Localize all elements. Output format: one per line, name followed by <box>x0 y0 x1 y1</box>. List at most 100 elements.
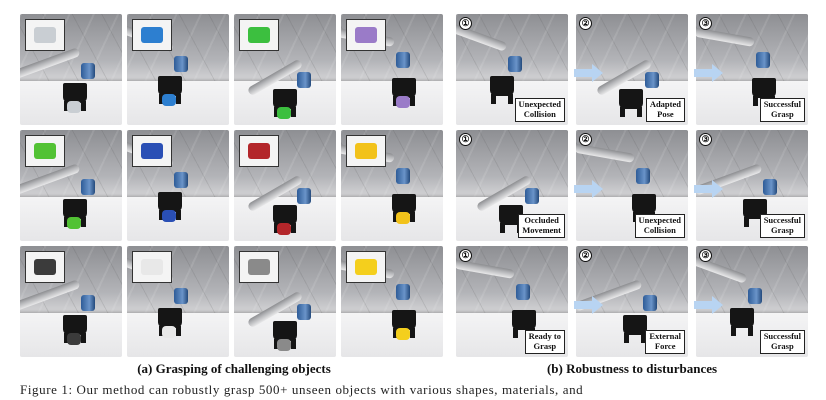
object-inset <box>346 19 386 51</box>
stage-label: Ready to Grasp <box>524 330 565 354</box>
disturbance-photo-r2-c1: ① Occluded Movement <box>456 130 568 241</box>
robot-joint <box>297 187 312 204</box>
flow-arrow-icon <box>574 296 603 314</box>
stage-label: Successful Grasp <box>759 330 805 354</box>
robot-joint <box>396 51 411 68</box>
background-wall <box>456 246 568 315</box>
step-number: ① <box>459 17 472 30</box>
object-inset <box>346 135 386 167</box>
step-number: ① <box>459 249 472 262</box>
object-inset <box>132 135 172 167</box>
background-wall <box>456 14 568 83</box>
gripper <box>157 308 182 337</box>
robot-joint <box>173 56 188 73</box>
panel-robustness: ① Unexpected Collision ② Adapted Pose ③ Succe… <box>456 14 808 357</box>
robot-joint <box>636 167 651 184</box>
blue-cup-object <box>161 93 176 106</box>
robot-joint <box>516 283 531 300</box>
stage-label: Adapted Pose <box>645 98 685 122</box>
gripper <box>157 76 182 105</box>
robot-joint <box>756 51 771 68</box>
flow-arrow-icon <box>694 296 723 314</box>
flow-arrow-icon <box>574 180 603 198</box>
gripper <box>752 78 776 107</box>
gripper <box>272 205 297 234</box>
step-number: ③ <box>699 249 712 262</box>
yellow-hardhat-object <box>396 212 411 225</box>
white-spool-thumbnail <box>141 259 163 275</box>
robot-joint <box>81 62 96 79</box>
object-photo-grey-tool <box>234 246 336 357</box>
gripper <box>618 89 643 118</box>
clear-block-object <box>66 100 81 113</box>
flow-arrow-icon <box>694 180 723 198</box>
object-photo-green-snack-bag <box>234 14 336 125</box>
gripper <box>392 194 416 223</box>
step-number: ② <box>579 133 592 146</box>
robot-joint <box>396 167 411 184</box>
yellow-hardhat-thumbnail <box>355 143 377 159</box>
step-number: ② <box>579 17 592 30</box>
robot-joint <box>396 283 411 300</box>
purple-cap-object <box>396 96 411 109</box>
robot-joint <box>525 187 540 204</box>
step-number: ③ <box>699 17 712 30</box>
gripper <box>729 308 754 337</box>
stage-label: Successful Grasp <box>759 98 805 122</box>
robot-joint <box>173 288 188 305</box>
grey-tool-object <box>276 339 291 352</box>
object-inset <box>25 251 65 283</box>
green-snack-bag-object <box>276 107 291 120</box>
object-inset <box>239 19 279 51</box>
stage-label: Successful Grasp <box>759 214 805 238</box>
stage-label: External Force <box>645 330 685 354</box>
object-photo-screwdriver <box>127 130 229 241</box>
disturbance-photo-r2-c2: ② Unexpected Collision <box>576 130 688 241</box>
screwdriver-thumbnail <box>141 143 163 159</box>
object-photo-clear-block <box>20 14 122 125</box>
gripper <box>623 314 648 343</box>
robot-joint <box>507 56 522 73</box>
object-inset <box>346 251 386 283</box>
stage-label: Unexpected Collision <box>514 98 565 122</box>
object-photo-white-spool <box>127 246 229 357</box>
object-inset <box>239 251 279 283</box>
object-inset <box>25 19 65 51</box>
chainsaw-thumbnail <box>34 259 56 275</box>
screwdriver-object <box>161 209 176 222</box>
robot-joint <box>173 172 188 189</box>
robot-joint <box>297 71 312 88</box>
yellow-duck-thumbnail <box>355 259 377 275</box>
stage-label: Occluded Movement <box>518 214 565 238</box>
object-photo-green-cube <box>20 130 122 241</box>
step-number: ① <box>459 133 472 146</box>
robot-joint <box>643 294 658 311</box>
robot-joint <box>81 294 96 311</box>
gripper <box>512 310 536 339</box>
disturbance-photo-r1-c1: ① Unexpected Collision <box>456 14 568 125</box>
robot-joint <box>81 178 96 195</box>
gripper <box>62 198 87 227</box>
yellow-duck-object <box>396 328 411 341</box>
object-photo-purple-cap <box>341 14 443 125</box>
caption-panel-b: (b) Robustness to disturbances <box>546 361 718 376</box>
object-photo-yellow-hardhat <box>341 130 443 241</box>
robot-joint <box>747 288 762 305</box>
object-inset <box>239 135 279 167</box>
caption-panel-a: (a) Grasping of challenging objects <box>137 361 331 376</box>
chainsaw-object <box>66 332 81 345</box>
green-cube-thumbnail <box>34 143 56 159</box>
object-photo-red-cable <box>234 130 336 241</box>
gripper <box>272 321 297 350</box>
gripper <box>272 89 297 118</box>
step-number: ③ <box>699 133 712 146</box>
object-photo-blue-cup <box>127 14 229 125</box>
object-inset <box>25 135 65 167</box>
stage-label: Unexpected Collision <box>634 214 685 238</box>
panel-grasping-objects <box>20 14 448 357</box>
gripper <box>392 78 416 107</box>
figure-caption-text: Figure 1: Our method can robustly grasp … <box>20 382 584 397</box>
object-photo-grid <box>20 14 448 357</box>
flow-arrow-icon <box>694 64 723 82</box>
purple-cap-thumbnail <box>355 27 377 43</box>
